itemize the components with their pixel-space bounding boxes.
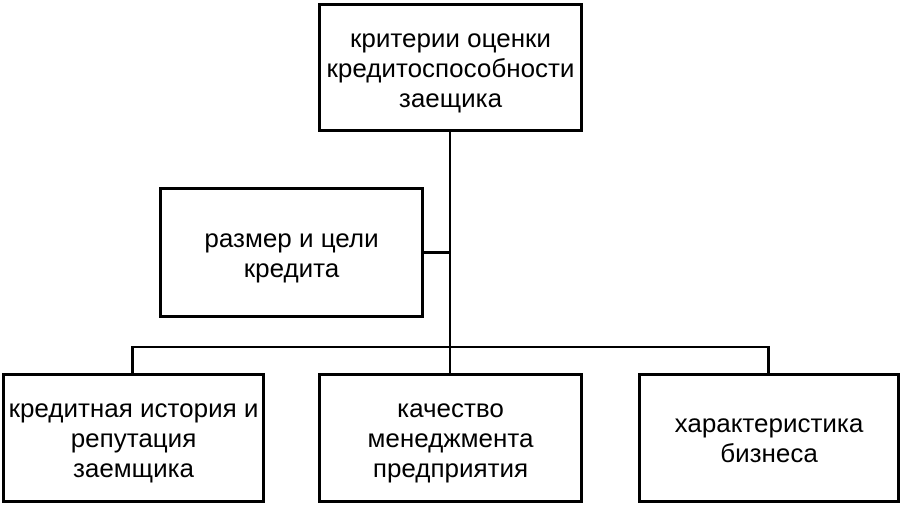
node-label-line: предприятия xyxy=(372,453,529,483)
node-label-line: кредита xyxy=(243,252,340,283)
node-label-line: бизнеса xyxy=(720,438,818,468)
node-criteria-root: критерии оценки кредитоспособности заещи… xyxy=(318,3,583,132)
node-label-line: заещика xyxy=(398,82,503,113)
node-label-line: заемщика xyxy=(72,453,195,483)
node-label-line: кредитоспособности xyxy=(326,52,575,83)
node-label-line: менеджмента xyxy=(367,423,534,453)
node-label-line: критерии оценки xyxy=(350,22,551,53)
node-label-line: размер и цели xyxy=(204,222,379,253)
connector-loan-stub xyxy=(424,251,450,254)
node-management-quality: качество менеджмента предприятия xyxy=(318,373,583,503)
node-credit-history-reputation: кредитная история и репутация заемщика xyxy=(2,373,265,503)
node-label-line: характеристика xyxy=(674,408,864,438)
connector-drop-left xyxy=(131,346,134,373)
connector-root-to-children-vertical xyxy=(449,132,451,373)
node-business-characteristics: характеристика бизнеса xyxy=(638,373,900,503)
node-loan-size-purpose: размер и цели кредита xyxy=(159,187,424,318)
node-label-line: репутация xyxy=(70,423,197,453)
node-label-line: кредитная история и xyxy=(8,393,259,423)
connector-distribution-horizontal xyxy=(131,346,770,348)
node-label-line: качество xyxy=(397,393,504,423)
connector-drop-right xyxy=(767,346,770,373)
